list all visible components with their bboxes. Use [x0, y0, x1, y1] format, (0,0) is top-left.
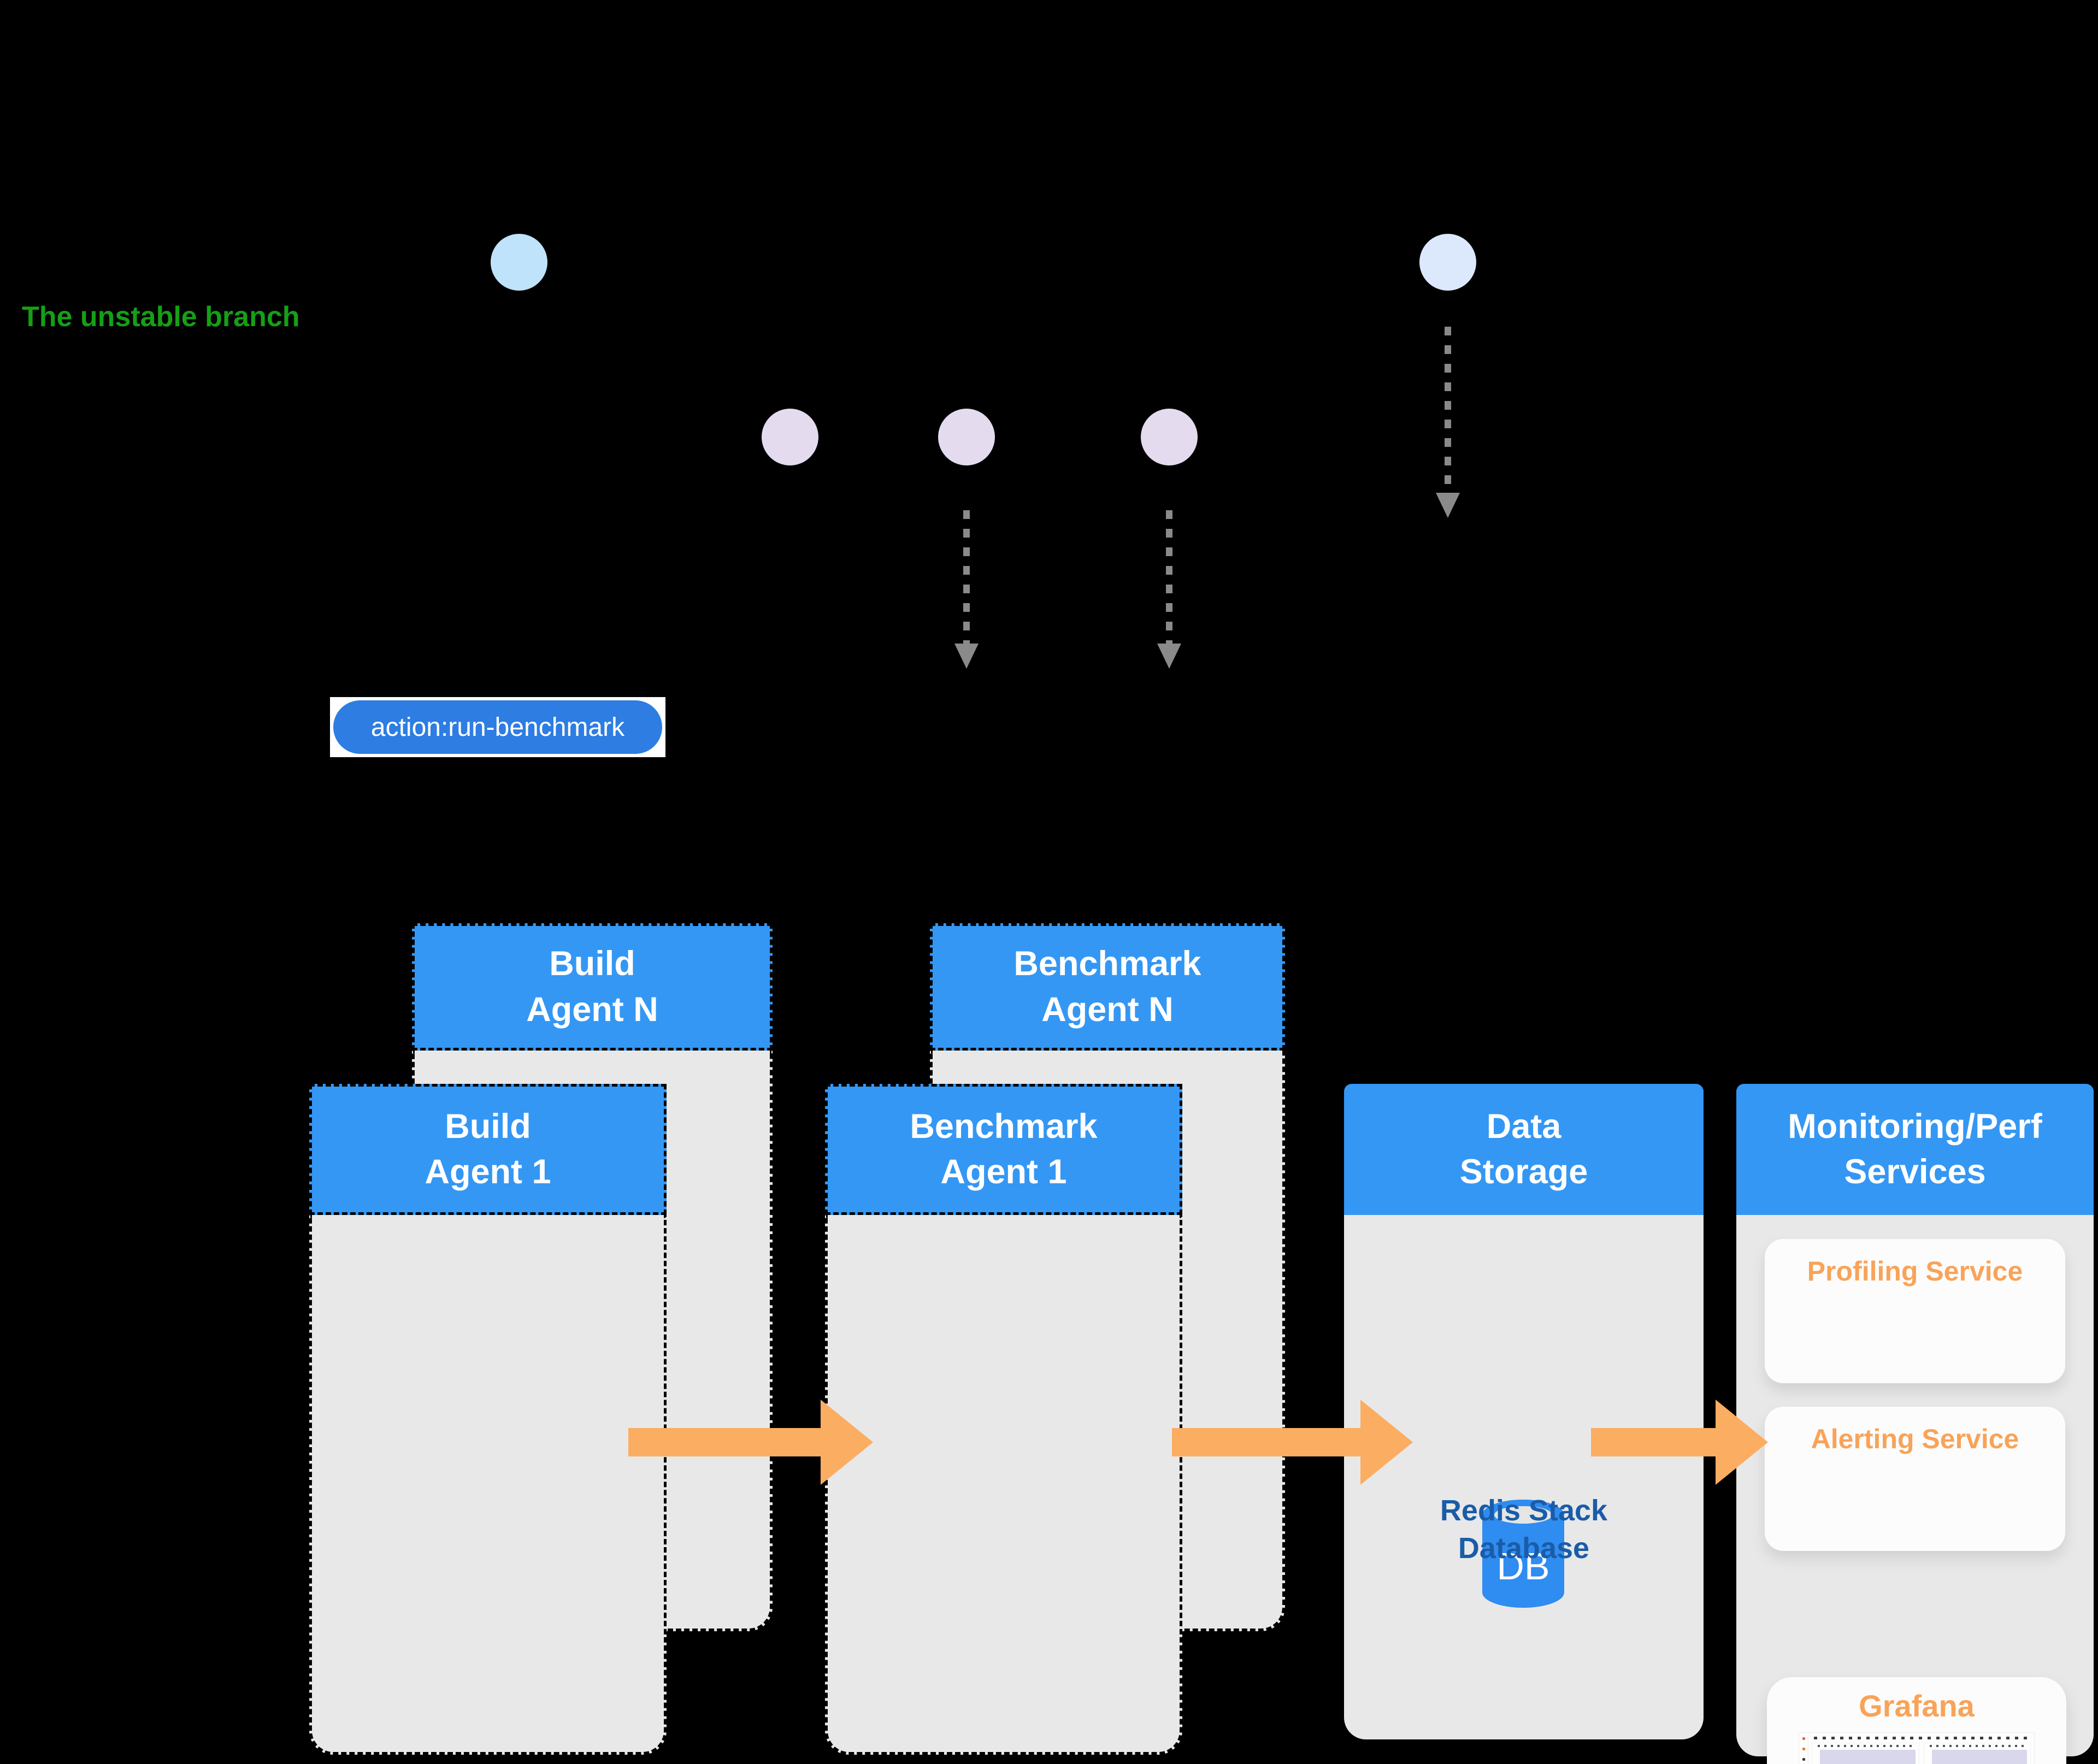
profiling-service-label: Profiling Service: [1807, 1256, 2023, 1287]
monitoring-header: Monitoring/Perf Services: [1736, 1084, 2094, 1215]
monitoring-body: Profiling Service Alerting Service Grafa…: [1736, 1215, 2094, 1764]
build-agent-1-body: [309, 1215, 667, 1755]
database-caption: Redis Stack Database: [1344, 1492, 1704, 1567]
action-run-benchmark-badge: action:run-benchmark: [330, 697, 665, 757]
box-title-line1: Benchmark: [1013, 945, 1201, 983]
database-caption-line2: Database: [1458, 1532, 1590, 1565]
commit-icon-feature-1: [762, 409, 818, 465]
arrowhead-icon: [954, 644, 979, 669]
commit-icon-feature-3: [1141, 409, 1198, 465]
box-title-line1: Build: [445, 1107, 531, 1146]
sidebar-dot-icon: [1802, 1737, 1805, 1740]
db-label: DB: [1496, 1545, 1549, 1588]
grafana-thumb-chart-panel: [1812, 1743, 1919, 1764]
box-title-line2: Agent N: [526, 990, 658, 1029]
dash-line: [963, 510, 970, 645]
build-agent-1-header: Build Agent 1: [309, 1084, 667, 1215]
box-title-line2: Agent N: [1041, 990, 1174, 1029]
benchmark-agent-1-box: Benchmark Agent 1: [825, 1084, 1182, 1755]
unstable-branch-label: The unstable branch: [22, 301, 300, 333]
commit-icon-unstable-1: [491, 234, 547, 291]
benchmark-agent-n-header: Benchmark Agent N: [930, 923, 1285, 1051]
commit-icon-unstable-2: [1419, 234, 1476, 291]
arrowhead-icon: [1716, 1400, 1768, 1485]
box-title-line2: Agent 1: [425, 1153, 551, 1191]
box-title-line1: Build: [549, 945, 635, 983]
grafana-thumb-main: [1808, 1733, 2034, 1764]
arrowhead-icon: [1360, 1400, 1413, 1485]
arrowhead-icon: [1157, 644, 1181, 669]
alerting-service-label: Alerting Service: [1811, 1424, 2019, 1454]
benchmark-agent-1-header: Benchmark Agent 1: [825, 1084, 1182, 1215]
chart-toolbar: [1818, 1745, 1913, 1747]
build-agent-n-header: Build Agent N: [412, 923, 773, 1051]
arrowhead-icon: [1436, 493, 1460, 518]
grafana-dashboard-thumbnail: [1799, 1732, 2035, 1764]
chart-toolbar: [1929, 1745, 2025, 1747]
sidebar-dot-icon: [1802, 1758, 1805, 1761]
arrow-shaft: [628, 1428, 821, 1456]
arrowhead-icon: [821, 1400, 873, 1485]
grafana-panel: Grafana: [1767, 1677, 2066, 1764]
box-title-line2: Services: [1844, 1153, 1986, 1191]
database-icon: DB: [1482, 1500, 1564, 1608]
benchmark-agent-1-body: [825, 1215, 1182, 1755]
badge-label: action:run-benchmark: [370, 712, 625, 742]
arrow-shaft: [1591, 1428, 1716, 1456]
grafana-thumb-toolbar: [1814, 1737, 2029, 1739]
grafana-thumb-charts: [1812, 1743, 2031, 1764]
grafana-label: Grafana: [1859, 1689, 1975, 1723]
arrow-shaft: [1172, 1428, 1360, 1456]
dash-line: [1445, 327, 1451, 494]
alerting-service-panel: Alerting Service: [1765, 1407, 2065, 1551]
chart-area: [1820, 1750, 1916, 1764]
data-storage-header: Data Storage: [1344, 1084, 1704, 1215]
box-title-line2: Storage: [1459, 1153, 1588, 1191]
sidebar-dot-icon: [1802, 1748, 1805, 1750]
box-title-line1: Benchmark: [910, 1107, 1098, 1146]
grafana-thumb-sidebar: [1799, 1733, 1808, 1764]
box-title-line1: Monitoring/Perf: [1788, 1107, 2042, 1146]
box-title-line1: Data: [1486, 1107, 1561, 1146]
build-agent-1-box: Build Agent 1: [309, 1084, 667, 1755]
profiling-service-panel: Profiling Service: [1765, 1239, 2065, 1383]
badge-pill: action:run-benchmark: [333, 700, 662, 754]
commit-icon-feature-2: [938, 409, 995, 465]
dash-line: [1166, 510, 1172, 645]
grafana-thumb-chart-panel: [1923, 1743, 2031, 1764]
monitoring-box: Monitoring/Perf Services Profiling Servi…: [1736, 1084, 2094, 1764]
database-caption-line1: Redis Stack: [1440, 1494, 1608, 1527]
box-title-line2: Agent 1: [940, 1153, 1067, 1191]
chart-area: [1931, 1750, 2027, 1764]
